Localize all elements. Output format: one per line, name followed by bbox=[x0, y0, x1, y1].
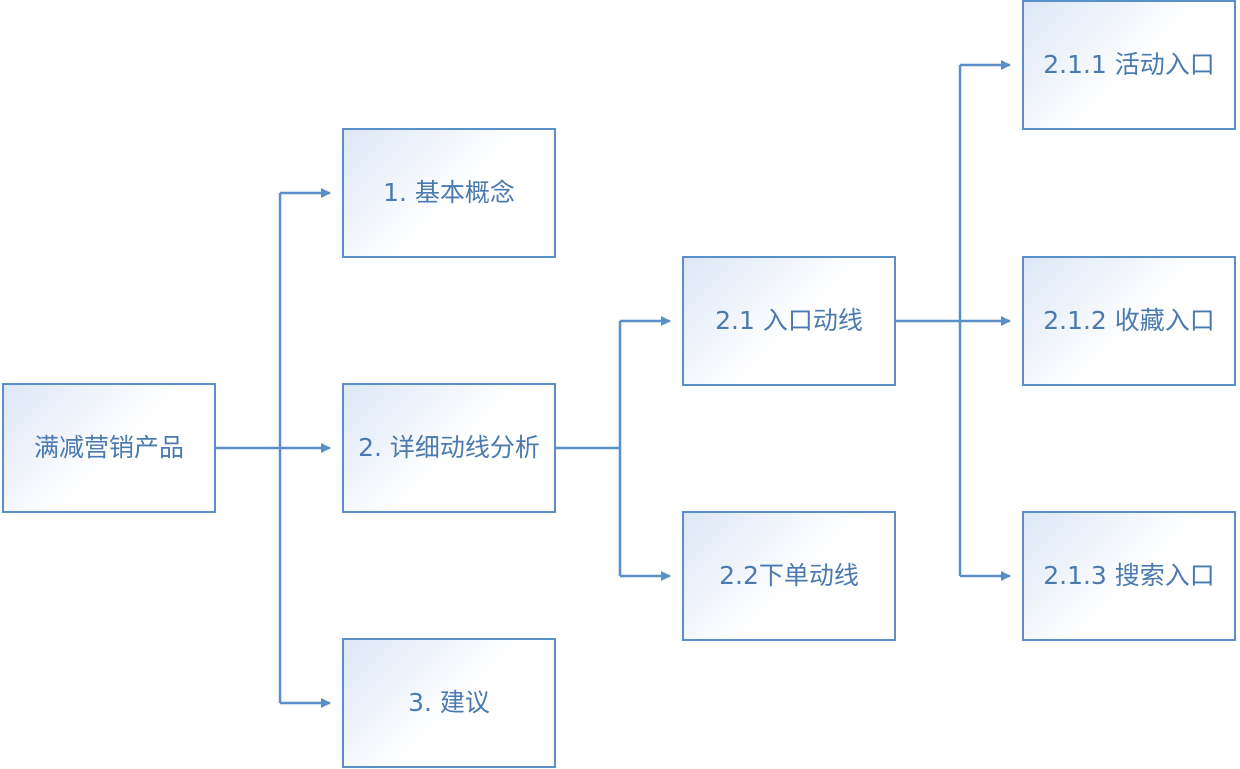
node-order-flow: 2.2下单动线 bbox=[682, 511, 896, 641]
node-entry-flow: 2.1 入口动线 bbox=[682, 256, 896, 386]
node-basic-concept: 1. 基本概念 bbox=[342, 128, 556, 258]
node-suggestions-label: 3. 建议 bbox=[408, 688, 490, 717]
node-search-entry-label: 2.1.3 搜索入口 bbox=[1043, 561, 1215, 590]
node-search-entry: 2.1.3 搜索入口 bbox=[1022, 511, 1236, 641]
node-detailed-analysis-label: 2. 详细动线分析 bbox=[358, 433, 540, 462]
node-activity-entry-label: 2.1.1 活动入口 bbox=[1043, 50, 1215, 79]
node-basic-concept-label: 1. 基本概念 bbox=[383, 178, 515, 207]
node-order-flow-label: 2.2下单动线 bbox=[719, 561, 859, 590]
node-detailed-analysis: 2. 详细动线分析 bbox=[342, 383, 556, 513]
node-favorites-entry: 2.1.2 收藏入口 bbox=[1022, 256, 1236, 386]
node-activity-entry: 2.1.1 活动入口 bbox=[1022, 0, 1236, 130]
node-entry-flow-label: 2.1 入口动线 bbox=[715, 306, 863, 335]
node-favorites-entry-label: 2.1.2 收藏入口 bbox=[1043, 306, 1215, 335]
node-root-fullcut-marketing: 满减营销产品 bbox=[2, 383, 216, 513]
node-suggestions: 3. 建议 bbox=[342, 638, 556, 768]
node-root-label: 满减营销产品 bbox=[33, 433, 184, 462]
